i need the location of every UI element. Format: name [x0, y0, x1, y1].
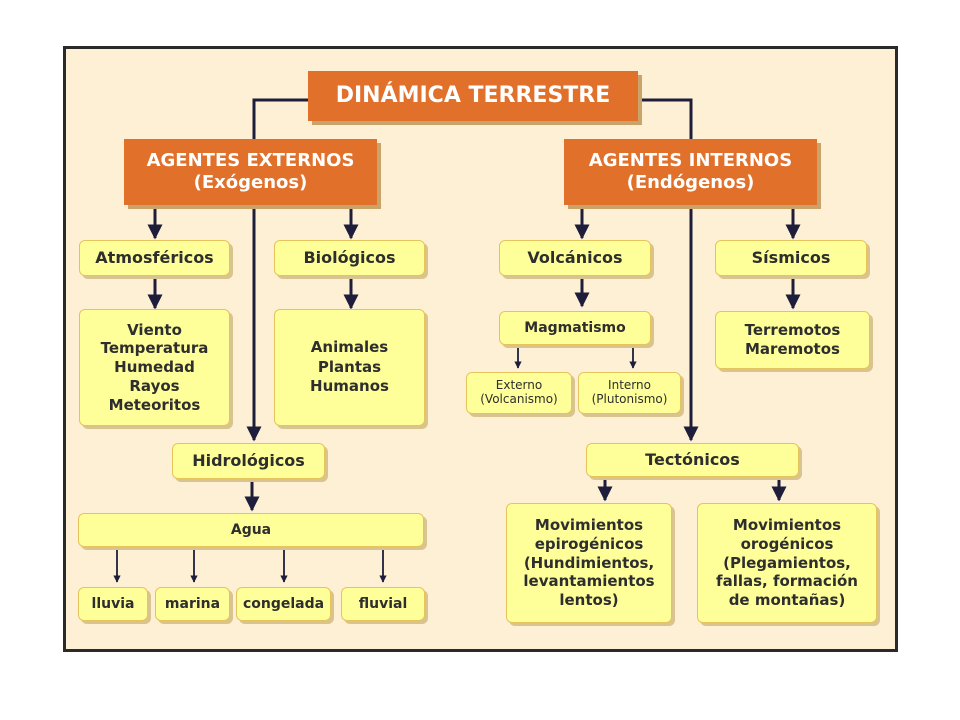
hidrologicos-node: Hidrológicos	[172, 443, 325, 479]
magmatismo-node: Magmatismo	[499, 311, 651, 345]
sismicos-items-node: Terremotos Maremotos	[715, 311, 870, 369]
interno-plutonismo-node: Interno (Plutonismo)	[578, 372, 681, 414]
agentes-internos-node: AGENTES INTERNOS (Endógenos)	[564, 139, 817, 205]
epirogenicos-node: Movimientos epirogénicos (Hundimientos, …	[506, 503, 672, 623]
fluvial-node: fluvial	[341, 587, 425, 621]
externo-volcanismo-node: Externo (Volcanismo)	[466, 372, 572, 414]
agua-node: Agua	[78, 513, 424, 547]
sismicos-node: Sísmicos	[715, 240, 867, 276]
biologicos-node: Biológicos	[274, 240, 425, 276]
tectonicos-node: Tectónicos	[586, 443, 799, 477]
volcanicos-node: Volcánicos	[499, 240, 651, 276]
congelada-node: congelada	[236, 587, 331, 621]
orogenicos-node: Movimientos orogénicos (Plegamientos, fa…	[697, 503, 877, 623]
agentes-externos-node: AGENTES EXTERNOS (Exógenos)	[124, 139, 377, 205]
marina-node: marina	[155, 587, 230, 621]
link-root-internos	[640, 98, 693, 140]
atmosfericos-items-node: Viento Temperatura Humedad Rayos Meteori…	[79, 309, 230, 426]
atmosfericos-node: Atmosféricos	[79, 240, 230, 276]
root-node: DINÁMICA TERRESTRE	[308, 71, 638, 121]
lluvia-node: lluvia	[78, 587, 148, 621]
link-root-externos	[252, 98, 310, 140]
biologicos-items-node: Animales Plantas Humanos	[274, 309, 425, 426]
